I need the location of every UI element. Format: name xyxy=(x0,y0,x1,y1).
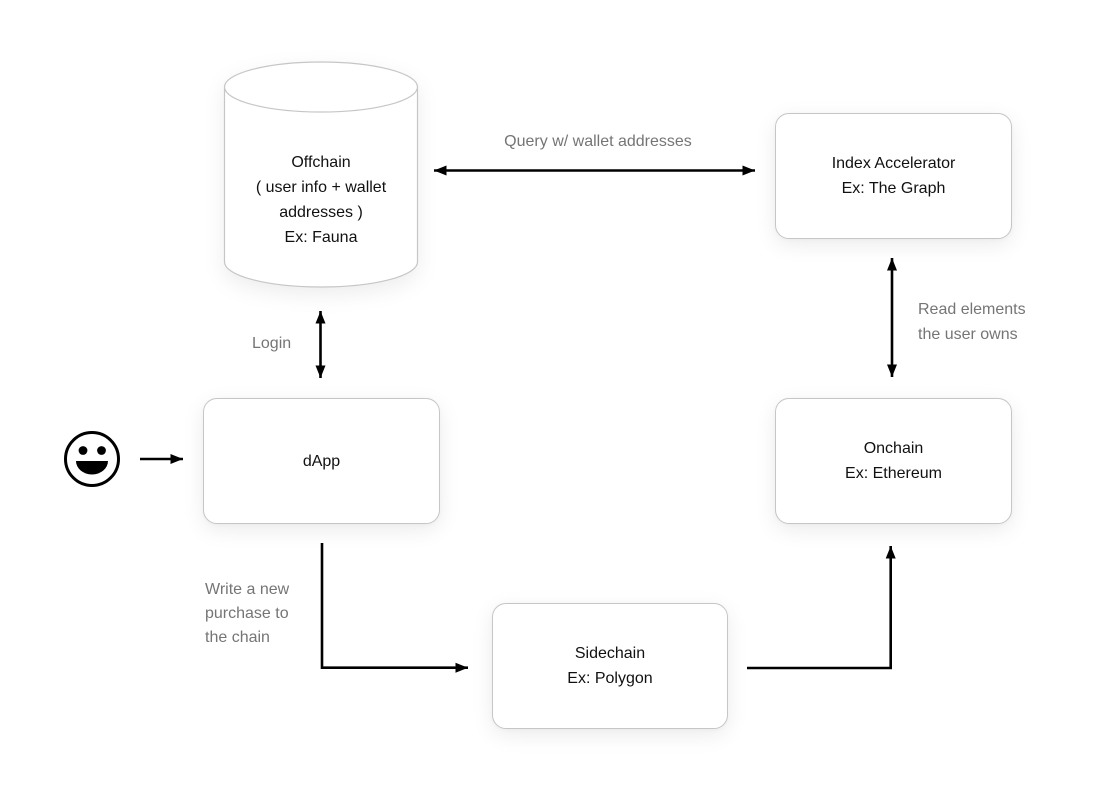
node-sidechain-line2: Ex: Polygon xyxy=(567,670,653,687)
login-edge-label: Login xyxy=(252,335,292,352)
sidechain-to-onchain-arrow xyxy=(747,546,896,670)
write-purchase-arrow xyxy=(320,543,468,673)
node-dapp: dApp xyxy=(203,398,440,524)
node-sidechain: Sidechain Ex: Polygon xyxy=(492,603,728,729)
query-edge-label: Query w/ wallet addresses xyxy=(504,133,692,150)
node-onchain-line1: Onchain xyxy=(863,440,924,457)
node-index-accelerator-line2: Ex: The Graph xyxy=(841,180,946,197)
node-index-accelerator-line1: Index Accelerator xyxy=(831,155,956,172)
offchain-database-cylinder xyxy=(223,61,419,288)
user-smiley-icon xyxy=(64,431,120,487)
node-index-accelerator: Index Accelerator Ex: The Graph xyxy=(775,113,1012,239)
node-dapp-line1: dApp xyxy=(302,452,341,470)
node-sidechain-line1: Sidechain xyxy=(574,645,646,662)
read-elements-edge-label: Read elements the user owns xyxy=(918,301,1026,343)
node-onchain-line2: Ex: Ethereum xyxy=(845,465,942,482)
write-purchase-edge-label: Write a new purchase to the chain xyxy=(205,581,290,646)
node-offchain-label: Offchain ( user info + wallet addresses … xyxy=(255,154,387,246)
node-onchain: Onchain Ex: Ethereum xyxy=(775,398,1012,524)
